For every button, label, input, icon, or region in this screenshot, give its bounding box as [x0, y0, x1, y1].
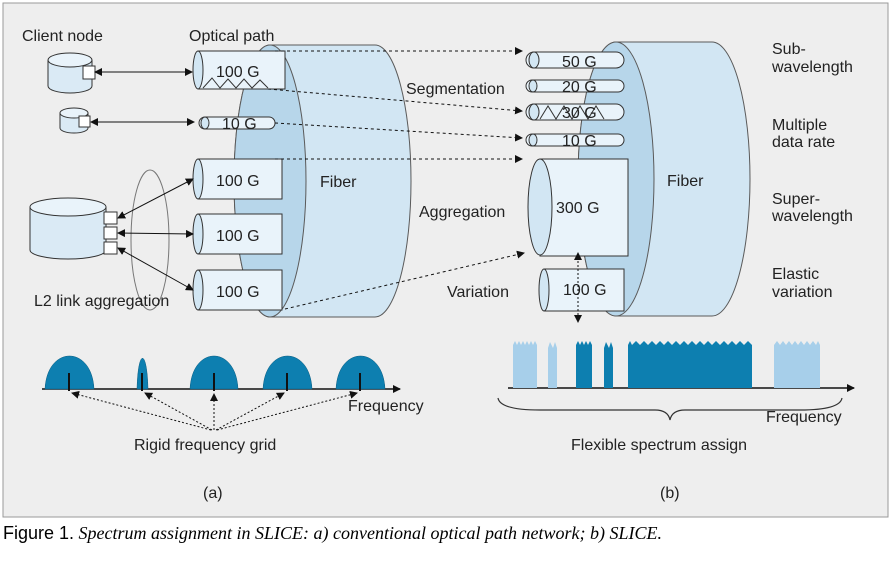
left-path-label-5: 100 G: [216, 284, 260, 301]
flexible-spectrum-slots: [513, 341, 820, 388]
right-path-label-5: 300 G: [556, 200, 600, 217]
panel-b-label: (b): [660, 485, 680, 502]
right-path-label-2: 20 G: [562, 79, 597, 96]
left-path-label-1: 100 G: [216, 64, 260, 81]
right-path-tube-2: [525, 79, 625, 93]
frequency-label-left: Frequency: [348, 398, 424, 415]
flexible-assign-label: Flexible spectrum assign: [571, 437, 747, 454]
super-wavelength-label-1: Super-: [772, 191, 820, 208]
super-wavelength-label-2: wavelength: [771, 208, 853, 225]
figure-caption: Figure 1. Spectrum assignment in SLICE: …: [3, 523, 888, 544]
left-path-tube-3: [192, 158, 283, 200]
right-path-label-3: 30 G: [562, 105, 597, 122]
sub-wavelength-label-1: Sub-: [772, 41, 806, 58]
elastic-variation-label-1: Elastic: [772, 266, 819, 283]
mapping-arrows: [267, 47, 525, 310]
l2-aggregation-label: L2 link aggregation: [34, 293, 169, 310]
l2-aggregation-ellipse: [130, 169, 170, 311]
right-path-tube-3: [525, 103, 625, 121]
frequency-label-right: Frequency: [766, 409, 842, 426]
left-path-label-3: 100 G: [216, 173, 260, 190]
caption-text: Spectrum assignment in SLICE: a) convent…: [74, 523, 662, 543]
client-node-small: [59, 107, 91, 134]
left-path-tube-5: [192, 269, 283, 311]
optical-path-label: Optical path: [189, 28, 274, 45]
panel-a-label: (a): [203, 485, 223, 502]
right-path-tube-1: [525, 51, 625, 69]
rigid-grid-ticks: [68, 373, 361, 391]
variation-label: Variation: [447, 284, 509, 301]
rigid-spectrum-slots: [44, 355, 386, 390]
left-path-label-4: 100 G: [216, 228, 260, 245]
fiber-label-right: Fiber: [667, 173, 704, 190]
segmentation-label: Segmentation: [406, 81, 505, 98]
right-path-label-6: 100 G: [563, 282, 607, 299]
left-path-tube-1: [192, 50, 286, 90]
multiple-rate-label-2: data rate: [772, 134, 835, 151]
flexible-spectrum-brace: [497, 397, 843, 421]
l2-switch-node: [29, 197, 118, 260]
left-path-label-2: 10 G: [222, 116, 257, 133]
right-path-tube-5: [527, 158, 629, 257]
right-path-label-4: 10 G: [562, 133, 597, 150]
left-path-tube-4: [192, 213, 283, 255]
link-l2-mid: [117, 229, 194, 238]
right-path-label-1: 50 G: [562, 54, 597, 71]
rigid-grid-pointers: [71, 390, 358, 431]
client-node-label: Client node: [22, 28, 103, 45]
client-node-large: [47, 52, 96, 94]
link-l2-top: [117, 178, 194, 219]
aggregation-label: Aggregation: [419, 204, 505, 221]
link-l2-bottom: [117, 247, 194, 291]
multiple-rate-label-1: Multiple: [772, 117, 827, 134]
rigid-grid-label: Rigid frequency grid: [134, 437, 276, 454]
caption-label: Figure 1.: [3, 523, 75, 543]
fiber-label-left: Fiber: [320, 174, 357, 191]
right-path-tube-6: [538, 268, 625, 312]
right-path-tube-4: [525, 133, 625, 147]
left-path-tube-2: [198, 116, 276, 130]
elastic-variation-label-2: variation: [772, 284, 832, 301]
sub-wavelength-label-2: wavelength: [771, 59, 853, 76]
